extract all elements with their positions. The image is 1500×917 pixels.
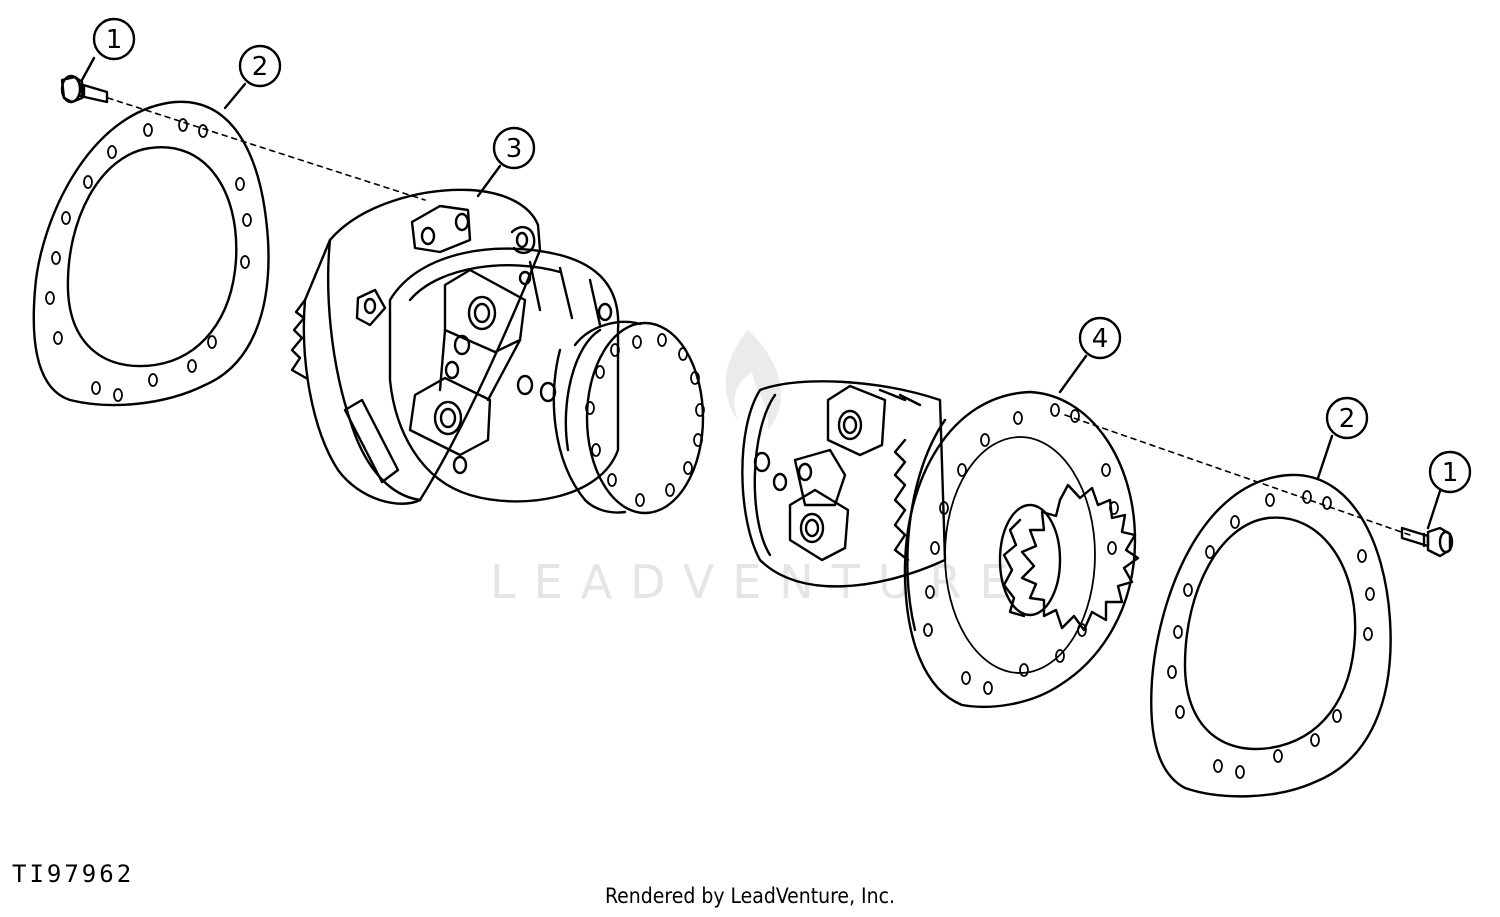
watermark: LEADVENTURE <box>490 330 1027 609</box>
callout-label: 2 <box>1339 404 1356 434</box>
callout-label: 1 <box>106 25 123 55</box>
callout-motor-right: 4 <box>1058 316 1122 394</box>
callout-label: 4 <box>1092 324 1109 354</box>
bolt-left <box>60 74 109 104</box>
alignment-line-left <box>107 97 426 201</box>
watermark-text: LEADVENTURE <box>490 555 1027 609</box>
gasket-right <box>1150 473 1392 798</box>
callout-gasket-right: 2 <box>1316 396 1369 480</box>
callout-motor-left: 3 <box>476 126 536 198</box>
alignment-line-right <box>1064 414 1411 536</box>
callout-gasket-left: 2 <box>223 44 282 110</box>
callout-label: 2 <box>252 52 269 82</box>
callout-bolt-right: 1 <box>1426 450 1472 530</box>
callout-bolt-left: 1 <box>80 17 136 82</box>
callout-label: 3 <box>506 134 523 164</box>
watermark-flame-icon <box>725 330 782 430</box>
figure-id: TI97962 <box>12 860 135 888</box>
render-credit: Rendered by LeadVenture, Inc. <box>605 884 895 908</box>
bolt-right <box>1400 526 1454 558</box>
drive-motor-left <box>290 188 705 515</box>
gasket-left <box>32 100 270 407</box>
drive-motor-right <box>741 380 1140 708</box>
callout-label: 1 <box>1442 458 1459 488</box>
